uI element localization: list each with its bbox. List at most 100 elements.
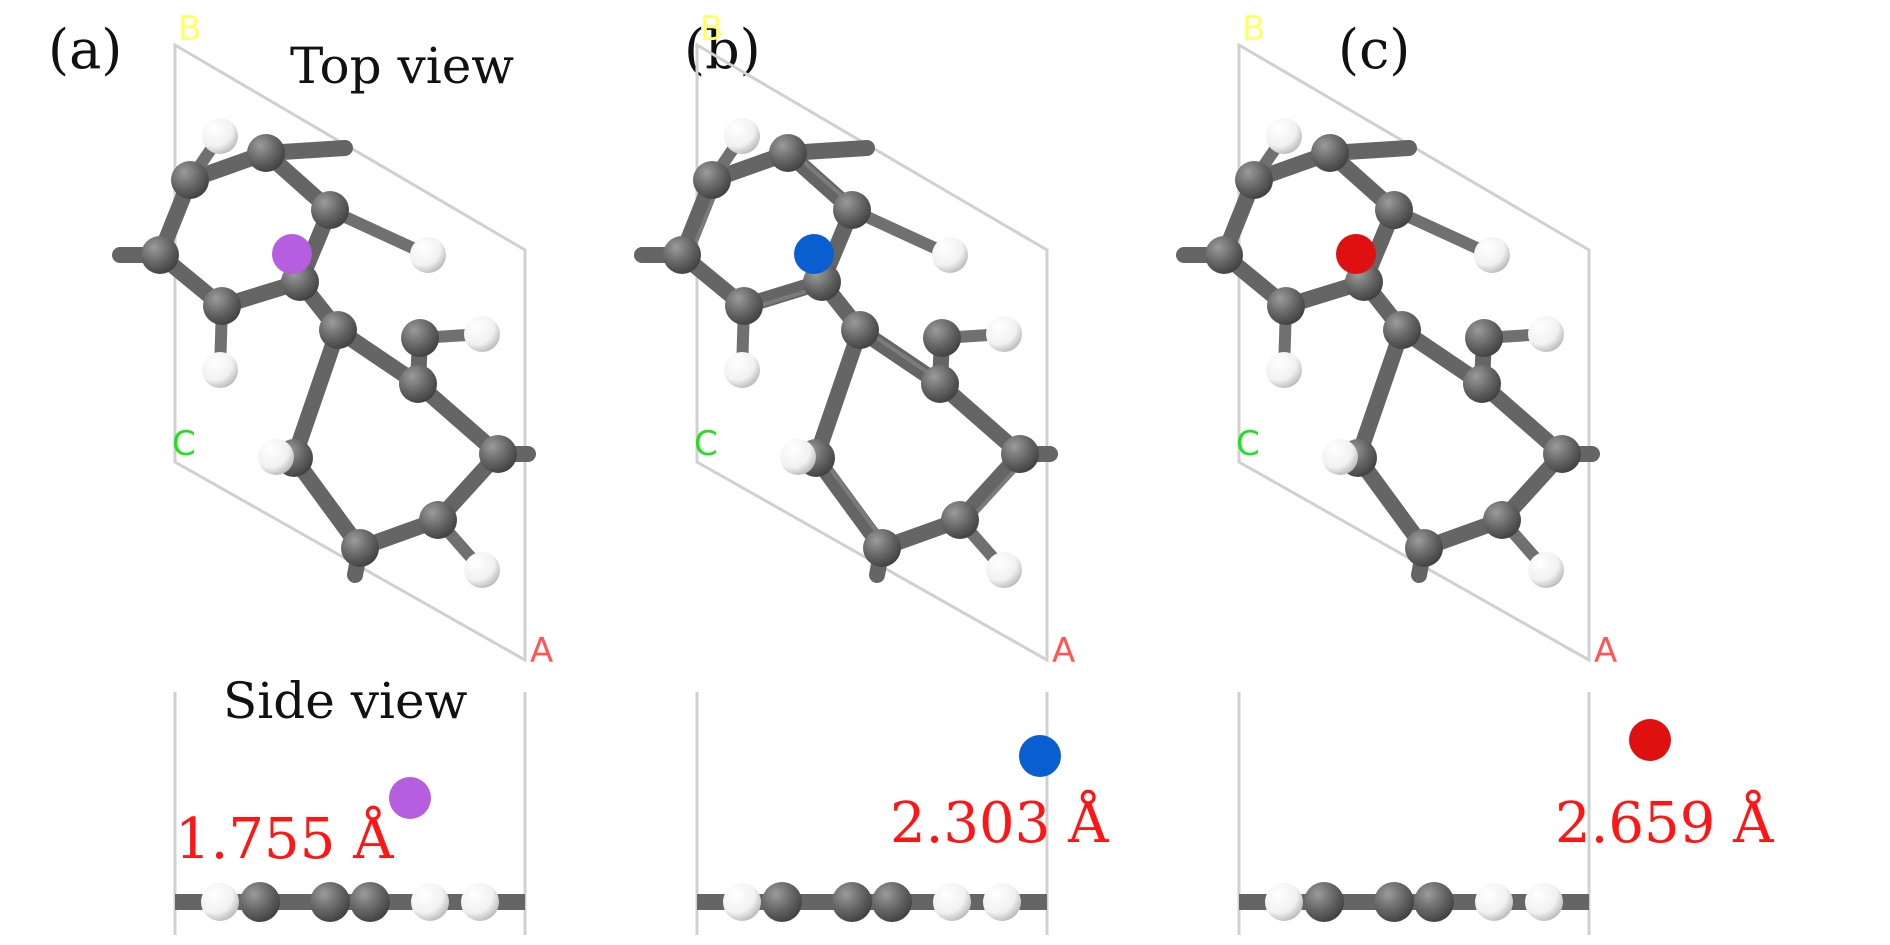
- panel-label: (c): [1338, 18, 1410, 81]
- purple-adatom: [272, 234, 312, 274]
- carbon-atom: [1465, 319, 1503, 357]
- side-hydrogen-atom: [411, 883, 449, 921]
- axis-c-label: C: [694, 424, 718, 464]
- carbon-atom: [941, 501, 979, 539]
- carbon-atom: [833, 191, 871, 229]
- carbon-atom: [247, 134, 285, 172]
- hydrogen-atom: [202, 118, 238, 154]
- side-carbon-atom: [310, 882, 350, 922]
- hydrogen-atom: [986, 316, 1022, 352]
- carbon-atom: [1267, 287, 1305, 325]
- carbon-bond: [286, 322, 346, 466]
- carbon-atom: [1483, 501, 1521, 539]
- carbon-atom: [663, 236, 701, 274]
- carbon-atom: [921, 365, 959, 403]
- distance-label: 2.659 Å: [1555, 789, 1774, 856]
- hydrogen-atom: [464, 552, 500, 588]
- hydrogen-atom: [1266, 352, 1302, 388]
- carbon-atom: [141, 236, 179, 274]
- carbon-atom: [1001, 435, 1039, 473]
- hydrogen-atom: [1266, 118, 1302, 154]
- carbon-atom: [1375, 191, 1413, 229]
- hydrogen-atom: [1474, 237, 1510, 273]
- carbon-atom: [841, 311, 879, 349]
- carbon-atom: [311, 191, 349, 229]
- carbon-atom: [419, 501, 457, 539]
- carbon-atom: [479, 435, 517, 473]
- panel-c: (c) B C A 2.659 Å: [1176, 9, 1774, 935]
- hydrogen-atom: [932, 237, 968, 273]
- carbon-atom: [1463, 365, 1501, 403]
- carbon-atom: [1205, 236, 1243, 274]
- carbon-atom: [1383, 311, 1421, 349]
- molecule-panel: B C A 2.303 Å: [634, 9, 1109, 935]
- carbon-bond: [1350, 322, 1410, 466]
- side-carbon-atom: [1414, 882, 1454, 922]
- side-hydrogen-atom: [1475, 883, 1513, 921]
- side-hydrogen-atom: [983, 883, 1021, 921]
- carbon-atom: [1311, 134, 1349, 172]
- carbon-atom: [319, 311, 357, 349]
- axis-c-label: C: [172, 424, 196, 464]
- hydrogen-atom: [258, 439, 294, 475]
- side-hydrogen-atom: [201, 883, 239, 921]
- red-adatom: [1336, 234, 1376, 274]
- carbon-atom: [923, 319, 961, 357]
- side-view-label: Side view: [223, 672, 468, 730]
- side-hydrogen-atom: [723, 883, 761, 921]
- side-carbon-atom: [1374, 882, 1414, 922]
- hydrogen-atom: [202, 352, 238, 388]
- carbon-bond: [808, 322, 868, 466]
- carbon-atom: [1235, 161, 1273, 199]
- side-purple-adatom: [389, 777, 431, 819]
- carbon-atom: [171, 161, 209, 199]
- blue-adatom: [794, 234, 834, 274]
- carbon-atom: [725, 287, 763, 325]
- axis-b-label: B: [1242, 9, 1265, 49]
- side-hydrogen-atom: [461, 883, 499, 921]
- top-view-label: Top view: [290, 37, 514, 95]
- side-blue-adatom: [1019, 735, 1061, 777]
- distance-label: 1.755 Å: [175, 805, 394, 872]
- side-red-adatom: [1629, 719, 1671, 761]
- carbon-atom: [863, 529, 901, 567]
- hydrogen-atom: [724, 118, 760, 154]
- distance-label: 2.303 Å: [890, 789, 1109, 856]
- molecule-panel: B C A 2.659 Å: [1176, 9, 1774, 935]
- side-carbon-atom: [1304, 882, 1344, 922]
- carbon-atom: [693, 161, 731, 199]
- hydrogen-atom: [1528, 552, 1564, 588]
- hydrogen-atom: [1528, 316, 1564, 352]
- axis-b-label: B: [178, 9, 201, 49]
- axis-c-label: C: [1236, 424, 1260, 464]
- carbon-atom: [401, 319, 439, 357]
- axis-a-label: A: [1594, 631, 1617, 671]
- axis-a-label: A: [1052, 631, 1075, 671]
- side-carbon-atom: [832, 882, 872, 922]
- side-hydrogen-atom: [1265, 883, 1303, 921]
- hydrogen-atom: [724, 352, 760, 388]
- side-carbon-atom: [762, 882, 802, 922]
- carbon-atom: [1543, 435, 1581, 473]
- hydrogen-atom: [410, 237, 446, 273]
- side-carbon-atom: [872, 882, 912, 922]
- hydrogen-atom: [464, 316, 500, 352]
- panel-label: (a): [48, 18, 122, 81]
- unit-cell-outline: [695, 42, 1049, 663]
- carbon-atom: [341, 529, 379, 567]
- axis-b-label: B: [700, 9, 723, 49]
- unit-cell-outline: [173, 42, 527, 663]
- side-carbon-atom: [240, 882, 280, 922]
- hydrogen-atom: [780, 439, 816, 475]
- hydrogen-atom: [1322, 439, 1358, 475]
- carbon-atom: [1405, 529, 1443, 567]
- side-hydrogen-atom: [1525, 883, 1563, 921]
- carbon-atom: [399, 365, 437, 403]
- hydrogen-atom: [986, 552, 1022, 588]
- side-carbon-atom: [350, 882, 390, 922]
